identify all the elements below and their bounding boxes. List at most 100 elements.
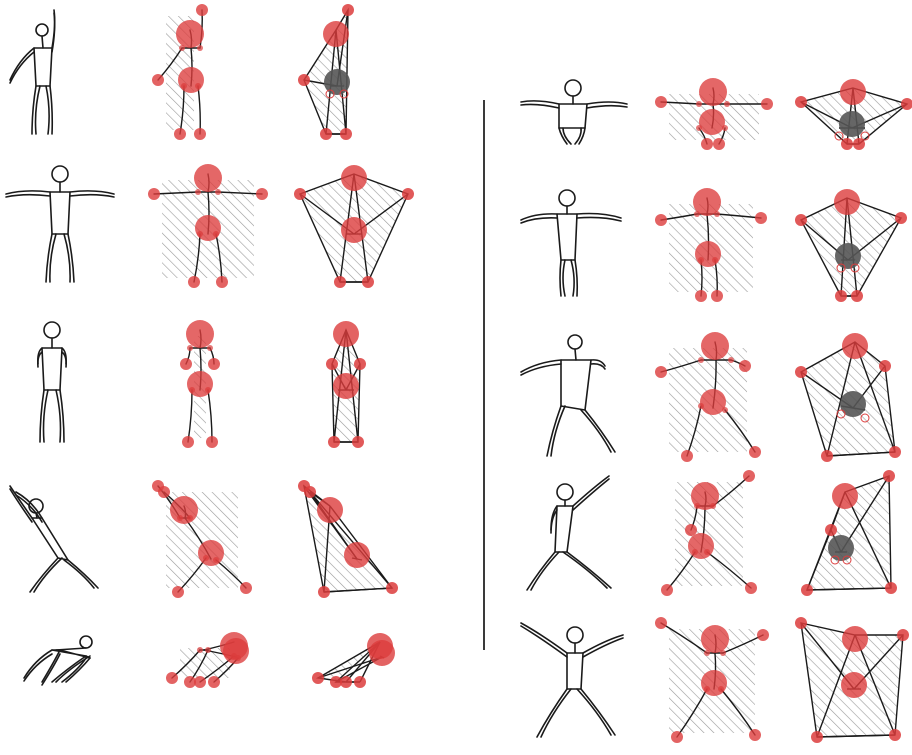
left-panel-crawling-figure-sketch-svg (2, 620, 122, 750)
left-panel-hands-on-chest-geometric-abstraction (296, 318, 416, 448)
minor-joint (207, 345, 213, 351)
left-hand-node (795, 96, 807, 108)
minor-joint (704, 650, 710, 656)
left-hand-node (298, 74, 310, 86)
right-foot-joint (194, 128, 206, 140)
torso-outline (50, 192, 70, 234)
right-foot-joint (711, 290, 723, 302)
left-leg (560, 260, 561, 296)
right-panel-dance-twist-geometric-abstraction-svg (795, 330, 912, 460)
torso-outline (555, 506, 573, 552)
right-foot-node (851, 290, 863, 302)
pelvis-joint (699, 109, 725, 135)
minor-joint (213, 231, 219, 237)
right-foot-node (352, 436, 364, 448)
head-joint (701, 625, 729, 653)
right-panel-arms-out-geometric-abstraction-svg (795, 180, 912, 310)
left-hand-joint (152, 74, 164, 86)
right-foot-joint (208, 676, 220, 688)
minor-joint (722, 407, 728, 413)
minor-joint (728, 357, 734, 363)
torso-outline (561, 360, 591, 410)
kneeling-reach-sketch (10, 486, 98, 592)
left-foot-node (835, 290, 847, 302)
head-disc (317, 497, 343, 523)
right-foot-joint (745, 582, 757, 594)
minor-joint (235, 655, 241, 661)
right-foot-joint (749, 729, 761, 741)
pelvis-joint (187, 371, 213, 397)
minor-joint (215, 189, 221, 195)
minor-joint (698, 357, 704, 363)
left-leg (547, 406, 561, 456)
minor-joint (179, 45, 185, 51)
torso-outline (557, 214, 577, 260)
left-panel-t-pose-geometric-abstraction (296, 162, 416, 292)
left-panel-hands-on-chest-skeleton-overlay (150, 318, 270, 448)
left-hand-node (795, 366, 807, 378)
left-panel-t-pose-skeleton-overlay-svg (150, 162, 270, 292)
minor-joint (710, 503, 716, 509)
right-hand-node (897, 629, 909, 641)
pelvis-joint (178, 67, 204, 93)
head-joint (176, 20, 204, 48)
minor-joint (203, 555, 209, 561)
left-hand-joint (655, 366, 667, 378)
right-panel-throwing-skeleton-overlay-svg (655, 470, 775, 600)
right-panel-dance-twist-skeleton-overlay-svg (655, 330, 775, 460)
head-joint (170, 496, 198, 524)
left-hand-node (326, 358, 338, 370)
torso-outline (42, 348, 62, 390)
left-foot-node (841, 138, 853, 150)
minor-joint (724, 101, 730, 107)
head-joint (186, 320, 214, 348)
right-panel-arms-out-skeleton-overlay-svg (655, 180, 775, 310)
minor-joint (722, 125, 728, 131)
core-disc (840, 391, 866, 417)
torso-outline (32, 518, 68, 560)
left-arm (6, 191, 50, 194)
head-outline (80, 636, 92, 648)
right-leg (581, 689, 615, 735)
head-outline (557, 484, 573, 500)
left-panel-hands-on-chest-skeleton-overlay-svg (150, 318, 270, 448)
star-jump-sketch (521, 623, 623, 737)
left-leg (30, 558, 58, 592)
left-foot-node (821, 450, 833, 462)
right-foot-joint (749, 446, 761, 458)
right-arm (70, 191, 114, 194)
left-panel-arm-raised-geometric-abstraction-svg (296, 8, 416, 138)
right-hand-node (304, 486, 316, 498)
pelvis-joint (195, 215, 221, 241)
left-panel-arm-raised-geometric-abstraction (296, 8, 416, 138)
right-leg (585, 410, 615, 452)
minor-joint (205, 387, 211, 393)
left-arm (521, 623, 567, 653)
t-pose-sketch (6, 166, 114, 282)
core-disc (369, 640, 395, 666)
left-panel-arm-raised-skeleton-overlay-svg (150, 8, 270, 138)
left-panel-crawling-geometric-abstraction-svg (296, 620, 416, 750)
right-panel-throwing-geometric-abstraction (795, 470, 912, 600)
right-hand-joint (208, 358, 220, 370)
right-foot-joint (713, 138, 725, 150)
minor-joint (205, 647, 211, 653)
pelvis-joint (695, 241, 721, 267)
minor-joint (704, 549, 710, 555)
minor-joint (720, 650, 726, 656)
right-panel-throwing-skeleton-overlay (655, 470, 775, 600)
left-panel-kneeling-reach-skeleton-overlay-svg (150, 480, 270, 610)
left-foot-joint (174, 128, 186, 140)
right-hand-joint (743, 470, 755, 482)
left-hand-joint (655, 617, 667, 629)
dance-twist-sketch (521, 335, 615, 456)
right-foot-node (386, 582, 398, 594)
torso-outline (34, 48, 52, 86)
left-hand-node (795, 617, 807, 629)
minor-joint (694, 503, 700, 509)
panel-divider (483, 100, 485, 650)
right-foot-node (889, 729, 901, 741)
head-disc (834, 189, 860, 215)
head-joint (701, 332, 729, 360)
right-panel-dance-twist-skeleton-overlay (655, 330, 775, 460)
